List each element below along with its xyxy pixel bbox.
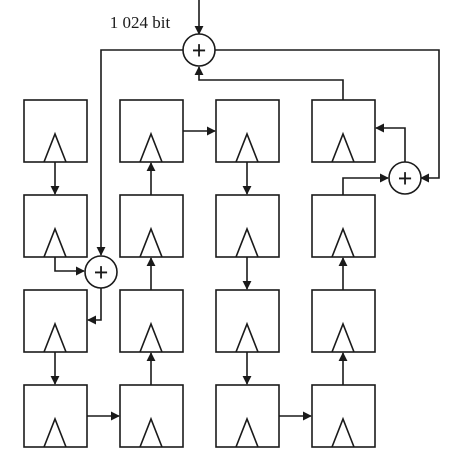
register-r3c3 xyxy=(215,289,280,353)
register-r3c4 xyxy=(311,289,376,353)
register-r2c1 xyxy=(23,194,88,258)
register-r1c2 xyxy=(119,99,184,163)
register-r4c1 xyxy=(23,384,88,448)
adder-middle: + xyxy=(84,255,118,289)
register-r4c2 xyxy=(119,384,184,448)
register-r3c1 xyxy=(23,289,88,353)
connections xyxy=(50,0,440,421)
feedback-right-path xyxy=(215,49,440,183)
clock-edge-triangle-icon xyxy=(331,416,355,448)
clock-edge-triangle-icon xyxy=(139,131,163,163)
adder-right: + xyxy=(388,161,422,195)
clock-edge-triangle-icon xyxy=(331,131,355,163)
register-r4c3 xyxy=(215,384,280,448)
feedback-left-path xyxy=(96,49,183,256)
clock-edge-triangle-icon xyxy=(235,226,259,258)
tap-top-right xyxy=(194,66,344,100)
register-r1c1 xyxy=(23,99,88,163)
right-adder-to-r1c4 xyxy=(375,123,406,162)
input-label: 1 024 bit xyxy=(110,13,171,32)
r2c4-to-right-adder xyxy=(342,173,389,195)
register-r1c4 xyxy=(311,99,376,163)
r2c1-to-middle-adder xyxy=(54,257,85,276)
register-r1c3 xyxy=(215,99,280,163)
clock-edge-triangle-icon xyxy=(139,416,163,448)
clock-edge-triangle-icon xyxy=(331,321,355,353)
registers xyxy=(23,99,376,448)
clock-edge-triangle-icon xyxy=(331,226,355,258)
register-r3c2 xyxy=(119,289,184,353)
register-r2c2 xyxy=(119,194,184,258)
adder-middle-symbol: + xyxy=(94,258,109,287)
clock-edge-triangle-icon xyxy=(43,416,67,448)
adder-right-symbol: + xyxy=(398,164,413,193)
clock-edge-triangle-icon xyxy=(43,321,67,353)
clock-edge-triangle-icon xyxy=(139,321,163,353)
middle-adder-to-r3c1 xyxy=(87,288,102,325)
register-r4c4 xyxy=(311,384,376,448)
register-r2c3 xyxy=(215,194,280,258)
adder-top: + xyxy=(182,33,216,67)
clock-edge-triangle-icon xyxy=(235,321,259,353)
clock-edge-triangle-icon xyxy=(139,226,163,258)
clock-edge-triangle-icon xyxy=(43,131,67,163)
clock-edge-triangle-icon xyxy=(43,226,67,258)
register-r2c4 xyxy=(311,194,376,258)
clock-edge-triangle-icon xyxy=(235,131,259,163)
clock-edge-triangle-icon xyxy=(235,416,259,448)
adder-top-symbol: + xyxy=(192,36,207,65)
